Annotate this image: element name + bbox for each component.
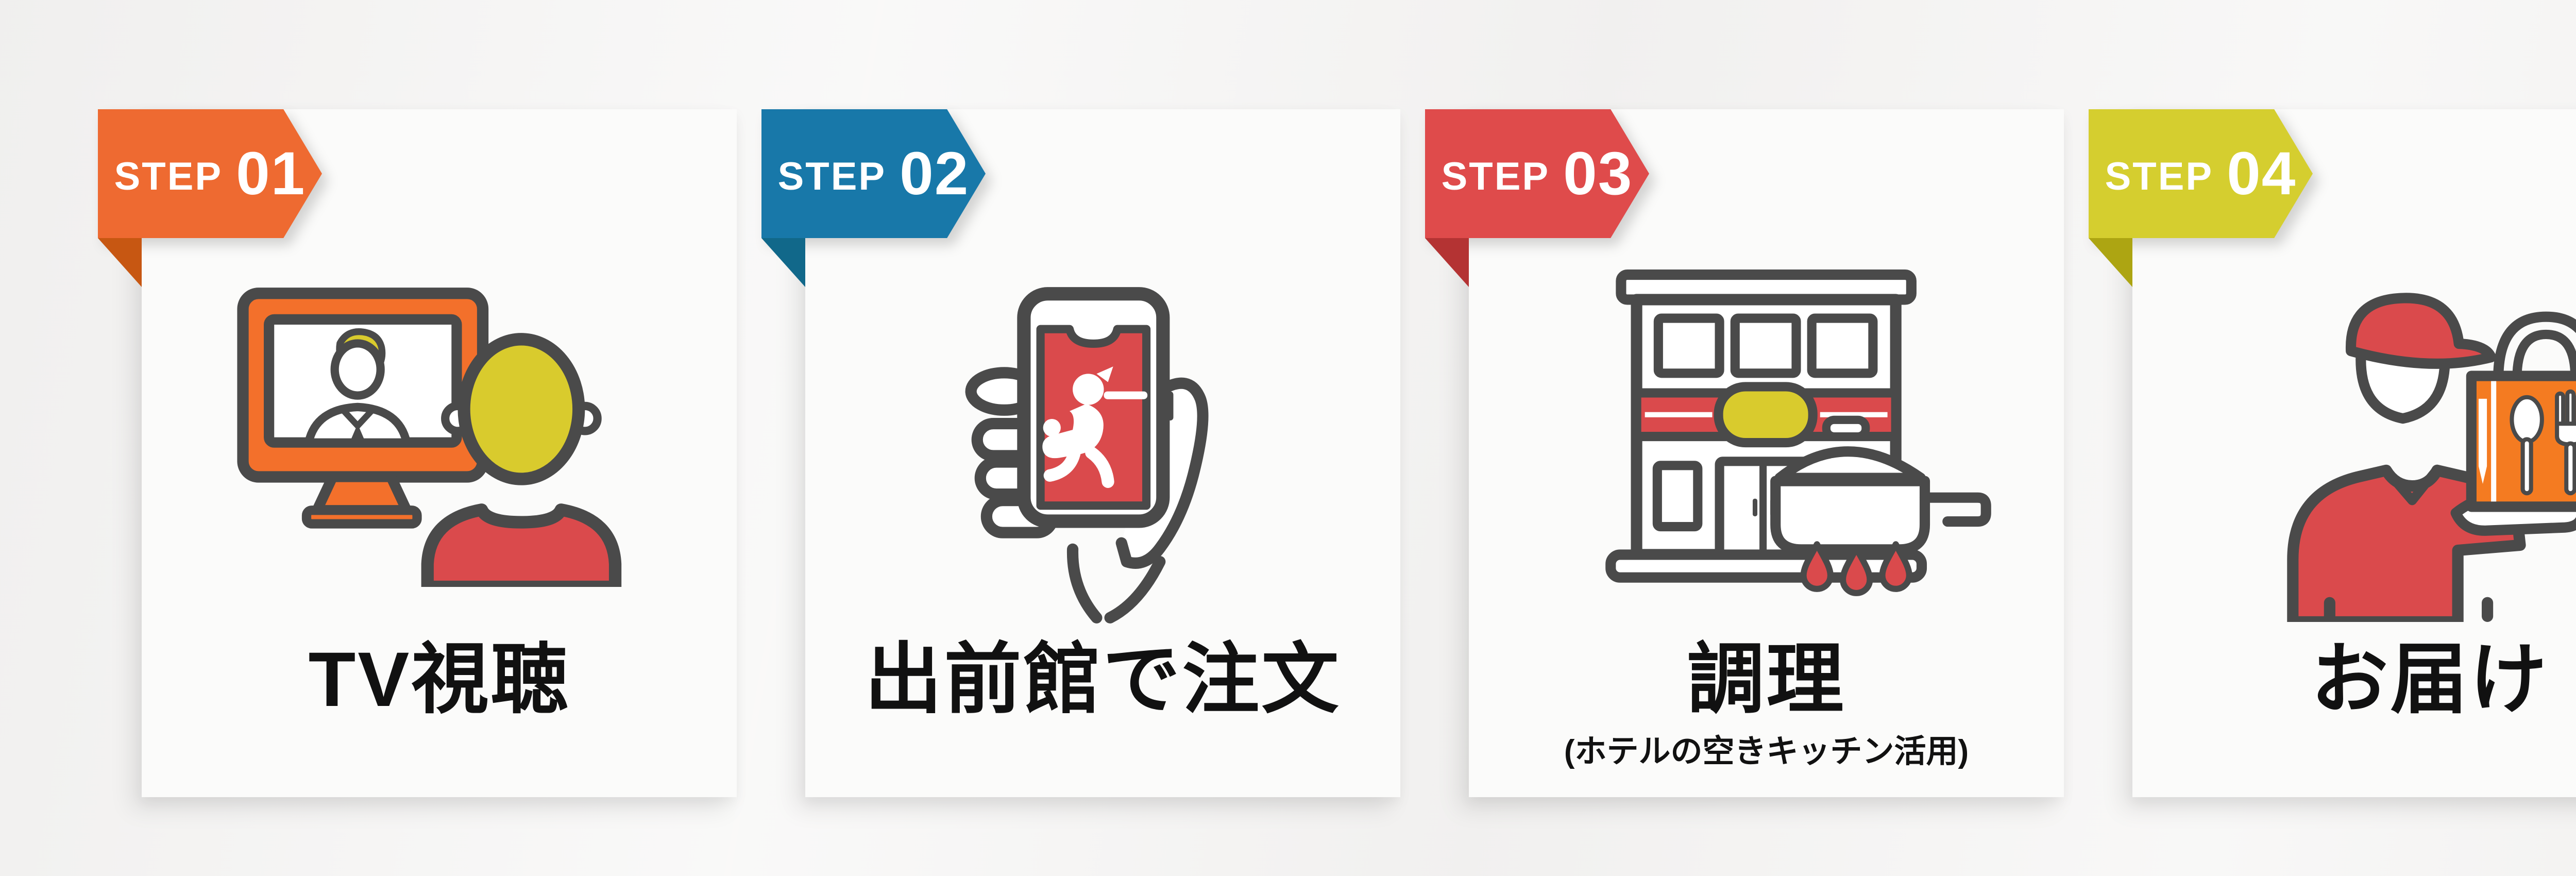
spoon-fork-glyph	[2555, 389, 2576, 496]
step-banner-number: 02	[900, 140, 970, 208]
step-banner-prefix: STEP	[114, 154, 223, 198]
smartphone-order-icon	[965, 287, 1209, 624]
step-banner-fold	[2089, 238, 2132, 287]
hotel-kitchen-cooking-icon	[1605, 269, 1991, 596]
step-banner-prefix: STEP	[777, 154, 887, 198]
step-banner-number: 04	[2227, 140, 2297, 208]
delivery-staff-icon	[2287, 293, 2576, 622]
step-banner-fold	[98, 238, 142, 287]
delivery-mascot-glyph	[1042, 366, 1148, 488]
step-card-2: STEP 02	[761, 109, 1400, 797]
step-banner: STEP 03	[1425, 109, 1649, 238]
step-banner-number: 01	[236, 140, 306, 208]
step-banner-fold	[761, 238, 805, 287]
step-card-3: STEP 03	[1425, 109, 2064, 797]
step-banner-fold	[1425, 238, 1469, 287]
step-banner-number: 03	[1563, 140, 1633, 208]
step-banner: STEP 01	[98, 109, 322, 238]
tv-viewing-icon	[237, 288, 622, 587]
step-card-4: STEP 04	[2089, 109, 2576, 797]
step-label: お届け	[2311, 636, 2549, 722]
step-banner-prefix: STEP	[2105, 154, 2214, 198]
step-label: 調理	[1687, 636, 1846, 722]
step-sublabel: (ホテルの空きキッチン活用)	[1564, 734, 1969, 769]
step-banner-prefix: STEP	[1441, 154, 1550, 198]
step-card-1: STEP 01 TV視聴	[98, 109, 737, 797]
step-banner: STEP 04	[2089, 109, 2313, 238]
step-label: 出前館で注文	[865, 636, 1341, 722]
step-banner: STEP 02	[761, 109, 986, 238]
step-label: TV視聴	[308, 636, 570, 722]
flame-drops-glyph	[1800, 541, 1912, 596]
